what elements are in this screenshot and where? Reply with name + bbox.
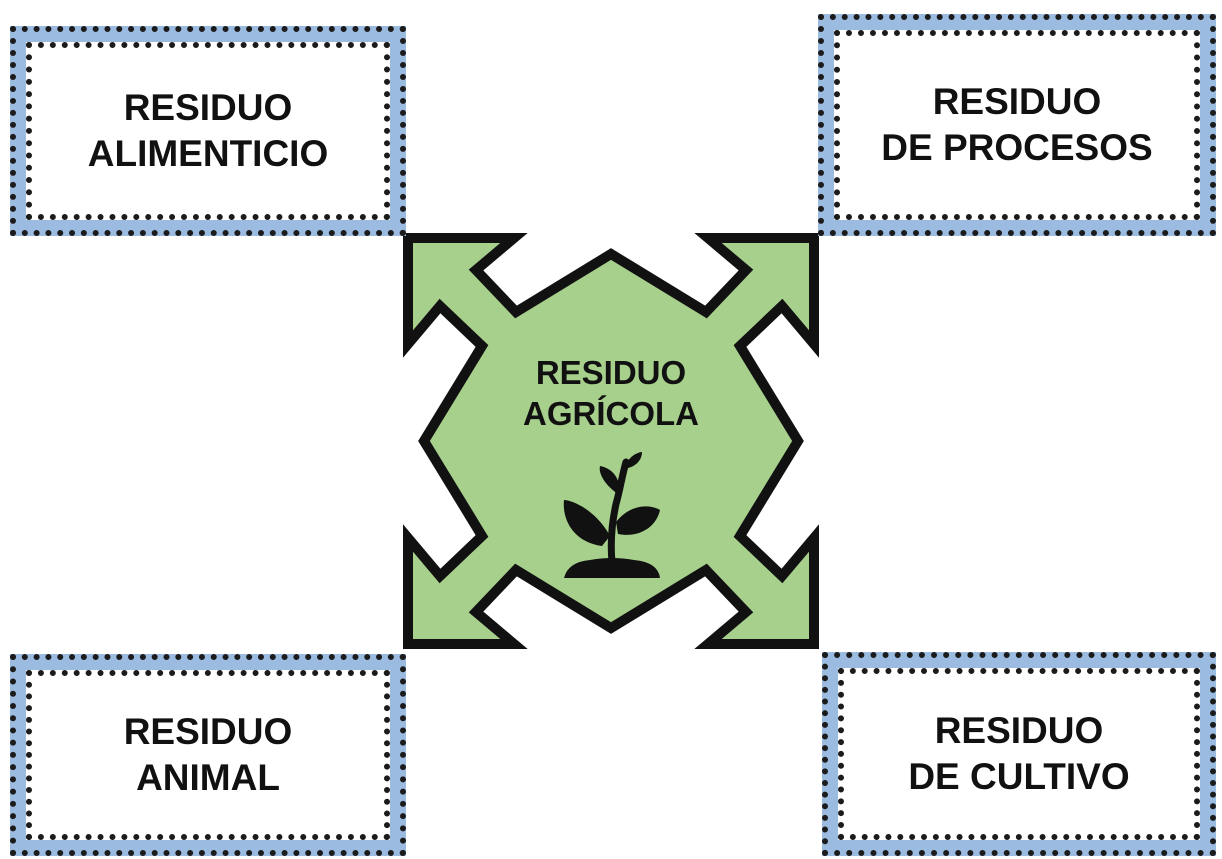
- node-top-left: RESIDUO ALIMENTICIO: [10, 26, 406, 236]
- four-way-arrow-body: [403, 233, 819, 649]
- node-bottom-right-line1: RESIDUO: [934, 709, 1104, 751]
- center-label-line2: AGRÍCOLA: [523, 395, 699, 433]
- node-top-right-line2: DE PROCESOS: [881, 127, 1153, 168]
- node-bottom-right-line2: DE CULTIVO: [908, 756, 1130, 797]
- node-bottom-left: RESIDUO ANIMAL: [10, 654, 406, 856]
- node-top-left-line2: ALIMENTICIO: [87, 133, 329, 174]
- four-way-arrow: [403, 233, 819, 649]
- node-top-left-line1: RESIDUO: [123, 86, 293, 128]
- node-bottom-right: RESIDUO DE CULTIVO: [822, 652, 1216, 856]
- node-top-left-label: RESIDUO ALIMENTICIO: [26, 42, 390, 220]
- node-bottom-left-label: RESIDUO ANIMAL: [26, 670, 390, 840]
- node-top-right-label: RESIDUO DE PROCESOS: [834, 30, 1200, 220]
- plant-sprout-icon: [563, 452, 660, 578]
- center-label-line1: RESIDUO: [535, 354, 687, 391]
- node-bottom-left-line2: ANIMAL: [136, 757, 280, 798]
- node-bottom-left-line1: RESIDUO: [123, 710, 293, 752]
- node-bottom-right-label: RESIDUO DE CULTIVO: [838, 668, 1200, 840]
- node-top-right: RESIDUO DE PROCESOS: [818, 14, 1216, 236]
- node-top-right-line1: RESIDUO: [932, 80, 1102, 122]
- center-label: RESIDUO AGRÍCOLA: [480, 352, 742, 435]
